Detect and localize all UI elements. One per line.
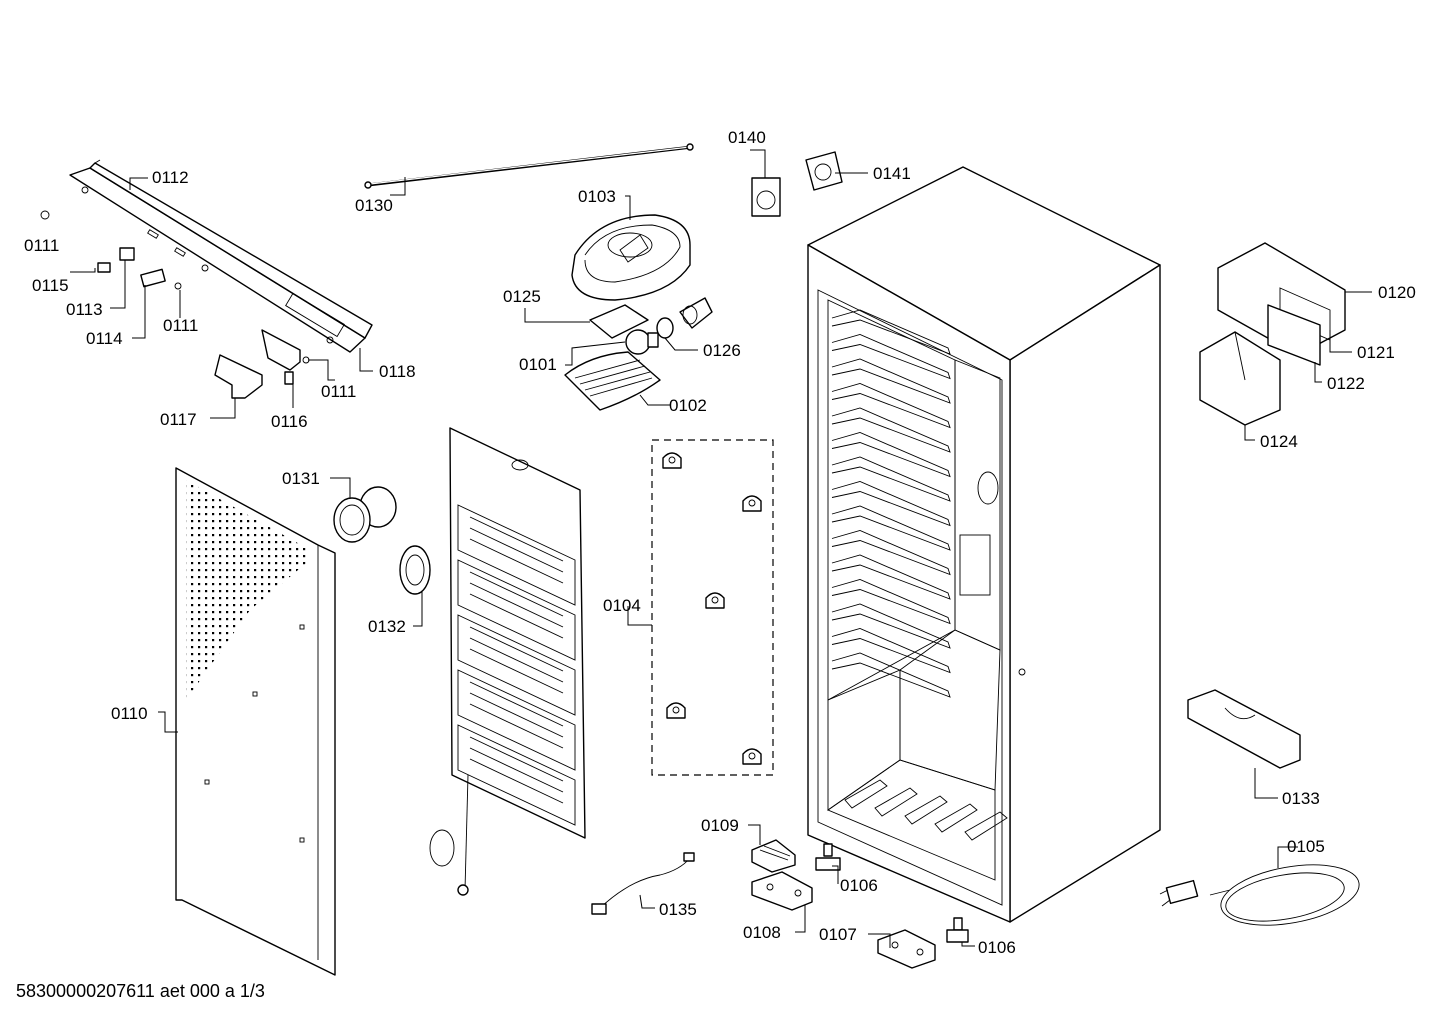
label-0102: 0102	[669, 396, 707, 415]
tray-part	[1187, 689, 1301, 769]
cabinet-shelf-rails	[831, 309, 951, 698]
label-0103: 0103	[578, 187, 616, 206]
condenser-panel	[429, 427, 586, 896]
label-0109: 0109	[701, 816, 739, 835]
lamp-parts	[564, 297, 713, 411]
label-0130: 0130	[355, 196, 393, 215]
label-0125: 0125	[503, 287, 541, 306]
label-0126: 0126	[703, 341, 741, 360]
label-0108: 0108	[743, 923, 781, 942]
label-0140: 0140	[728, 128, 766, 147]
label-0133: 0133	[1282, 789, 1320, 808]
label-0116: 0116	[271, 412, 308, 431]
label-0107: 0107	[819, 925, 857, 944]
document-footer-code: 58300000207611 aet 000 a 1/3	[16, 981, 265, 1001]
label-0121: 0121	[1357, 343, 1395, 362]
power-cord-part	[1159, 864, 1360, 926]
label-0117: 0117	[160, 410, 197, 429]
label-0113: 0113	[66, 300, 103, 319]
label-0104: 0104	[603, 596, 641, 615]
label-0118: 0118	[379, 362, 416, 381]
cable-part	[591, 852, 695, 915]
label-0141: 0141	[873, 164, 911, 183]
label-0106-upper: 0106	[840, 876, 878, 895]
cabinet-floor-ribs	[844, 779, 1008, 841]
knob-parts	[333, 486, 431, 595]
label-0111-top: 0111	[24, 236, 59, 255]
control-box-parts	[1199, 242, 1346, 426]
label-0120: 0120	[1378, 283, 1416, 302]
label-0131: 0131	[282, 469, 320, 488]
part-number-labels: 0112 0130 0103 0140 0141 0111 0115 0113 …	[24, 128, 1416, 957]
label-0111-right: 0111	[321, 382, 356, 401]
door-panel-part	[175, 467, 336, 976]
fan-parts	[751, 151, 843, 217]
lamp-housing-part	[571, 214, 691, 301]
label-0110: 0110	[111, 704, 148, 723]
label-0105: 0105	[1287, 837, 1325, 856]
leader-lines	[70, 149, 1372, 948]
label-0112: 0112	[152, 168, 189, 187]
label-0106-lower: 0106	[978, 938, 1016, 957]
refrigerator-cabinet	[807, 166, 1161, 923]
hinge-fixing-group	[651, 439, 774, 776]
label-0101: 0101	[519, 355, 557, 374]
label-0132: 0132	[368, 617, 406, 636]
label-0111-mid: 0111	[163, 316, 198, 335]
label-0114: 0114	[86, 329, 123, 348]
label-0124: 0124	[1260, 432, 1298, 451]
rod-part	[364, 143, 694, 189]
label-0122: 0122	[1327, 374, 1365, 393]
label-0115: 0115	[32, 276, 69, 295]
top-strip-part	[69, 159, 373, 353]
label-0135: 0135	[659, 900, 697, 919]
small-hardware-parts	[40, 210, 310, 399]
feet-hinges-parts	[751, 839, 969, 969]
